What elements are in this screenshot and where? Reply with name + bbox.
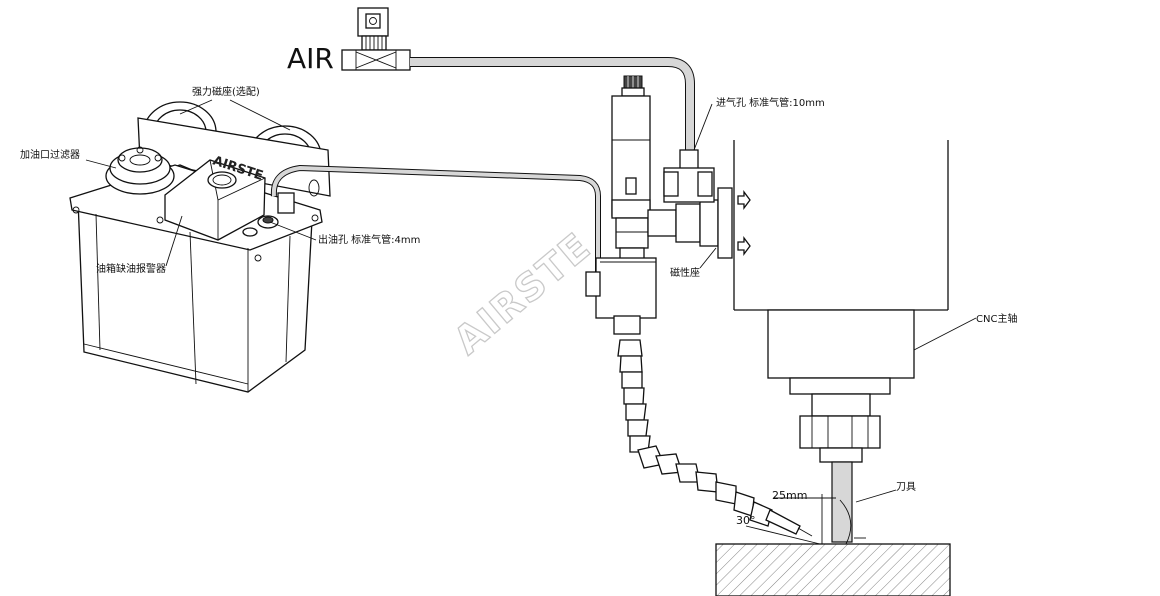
leader-lines (85, 99, 977, 503)
air-valve (341, 7, 411, 71)
dimension-lines (745, 494, 866, 545)
tool-label: 刀具 (896, 481, 916, 493)
distance-label: 25mm (772, 489, 807, 502)
watermark: AIRSTE (446, 224, 600, 363)
air-label: AIR (287, 42, 334, 75)
oil-outlet-label: 出油孔 标准气管:4mm (318, 233, 420, 246)
oil-tank: AIRSTE (69, 101, 331, 393)
low-oil-alarm-label: 油箱缺油报警器 (96, 262, 166, 275)
magnet-seat-label: 磁性座 (670, 266, 700, 279)
air-hose (410, 57, 695, 150)
flex-hose (617, 339, 813, 537)
cnc-spindle (733, 140, 949, 543)
angle-label: 30° (736, 514, 756, 527)
cnc-spindle-label: CNC主轴 (976, 312, 1017, 325)
filler-filter-label: 加油口过滤器 (20, 148, 80, 161)
mist-sprayer (585, 75, 733, 335)
oil-hose (270, 164, 601, 274)
air-inlet-label: 进气孔 标准气管:10mm (716, 96, 825, 109)
magnetic-base-label: 强力磁座(选配) (192, 85, 260, 98)
workpiece (715, 543, 951, 596)
